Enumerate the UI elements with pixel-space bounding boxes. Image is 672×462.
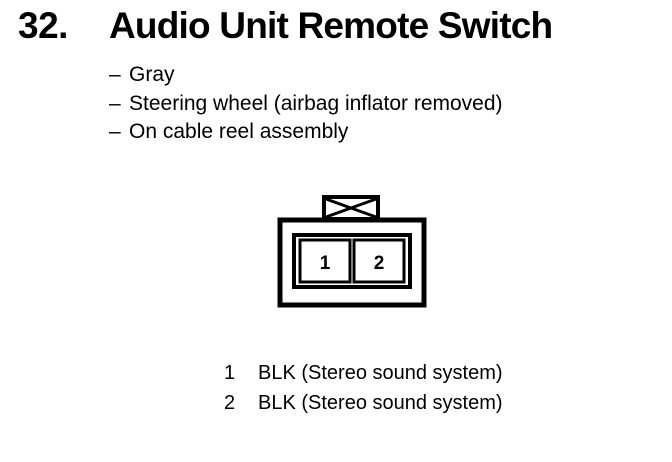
cavity-1	[298, 238, 352, 284]
note-text: Gray	[129, 63, 175, 86]
location-note: –Steering wheel (airbag inflator removed…	[109, 90, 503, 119]
locking-tab	[322, 195, 380, 221]
connector-face-diagram: 1 2	[277, 195, 427, 308]
note-text: On cable reel assembly	[129, 120, 349, 143]
locking-tab-cross-b	[325, 197, 377, 219]
component-number: 32.	[18, 5, 68, 46]
note-dash: –	[109, 63, 121, 86]
pinout-row: 1 BLK (Stereo sound system)	[220, 358, 503, 388]
note-dash: –	[109, 120, 121, 143]
location-note: –Gray	[109, 61, 503, 90]
pin-number: 1	[224, 362, 236, 384]
note-text: Steering wheel (airbag inflator removed)	[129, 91, 503, 115]
cavity-1-label: 1	[320, 253, 331, 274]
note-dash: –	[109, 91, 121, 115]
pin-description: BLK (Stereo sound system)	[258, 362, 503, 384]
cavity-2-label: 2	[374, 253, 385, 274]
cavity-2	[352, 238, 406, 284]
pinout-row: 2 BLK (Stereo sound system)	[220, 388, 503, 418]
location-notes: –Gray –Steering wheel (airbag inflator r…	[109, 61, 503, 147]
pin-description: BLK (Stereo sound system)	[258, 392, 503, 414]
pin-number: 2	[224, 392, 236, 414]
location-note: –On cable reel assembly	[109, 118, 503, 147]
component-title: Audio Unit Remote Switch	[109, 5, 553, 46]
